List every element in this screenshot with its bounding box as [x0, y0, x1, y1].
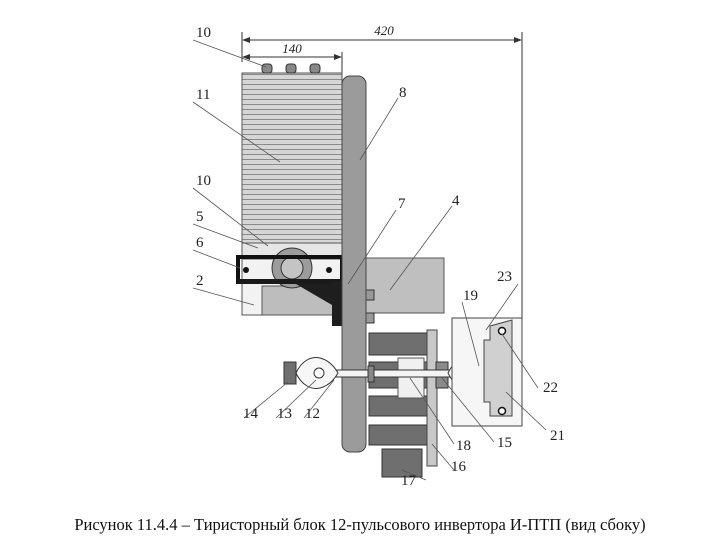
label-7: 7	[398, 196, 406, 212]
label-22: 22	[543, 380, 558, 396]
dimension-420: 420	[241, 23, 523, 330]
label-10-top: 10	[196, 25, 211, 41]
label-18: 18	[456, 438, 471, 454]
threaded-rod	[329, 369, 455, 378]
label-8: 8	[399, 85, 407, 101]
label-10-mid: 10	[196, 173, 211, 189]
left-cable-lug	[283, 357, 339, 389]
label-12: 12	[305, 406, 320, 422]
label-13: 13	[277, 406, 292, 422]
label-19: 19	[463, 288, 478, 304]
figure-caption: Рисунок 11.4.4 – Тиристорный блок 12-пул…	[74, 515, 645, 534]
label-14: 14	[243, 406, 259, 422]
leader-lines	[192, 39, 547, 481]
thyristor-assembly	[236, 242, 344, 316]
dimension-420-text: 420	[374, 23, 394, 38]
label-6: 6	[196, 235, 204, 251]
mounting-panel	[341, 75, 367, 453]
heatsink	[241, 63, 343, 244]
label-15: 15	[497, 435, 512, 451]
label-23: 23	[497, 269, 512, 285]
bracket-plate	[332, 282, 342, 326]
top-terminals	[261, 63, 321, 74]
label-21: 21	[550, 428, 565, 444]
label-11: 11	[196, 87, 210, 103]
dimension-140-text: 140	[282, 41, 302, 56]
busbar	[365, 257, 445, 314]
dimension-140: 140	[242, 41, 343, 74]
insulator-assembly	[368, 329, 449, 478]
label-2: 2	[196, 273, 204, 289]
connector-box	[451, 317, 523, 427]
label-16: 16	[451, 459, 467, 475]
part-labels: 10 11 8 10 5 6 7 4 2 23 19 22 21 14 13 1…	[196, 25, 565, 489]
label-17: 17	[401, 473, 417, 489]
label-5: 5	[196, 209, 204, 225]
label-4: 4	[452, 193, 460, 209]
